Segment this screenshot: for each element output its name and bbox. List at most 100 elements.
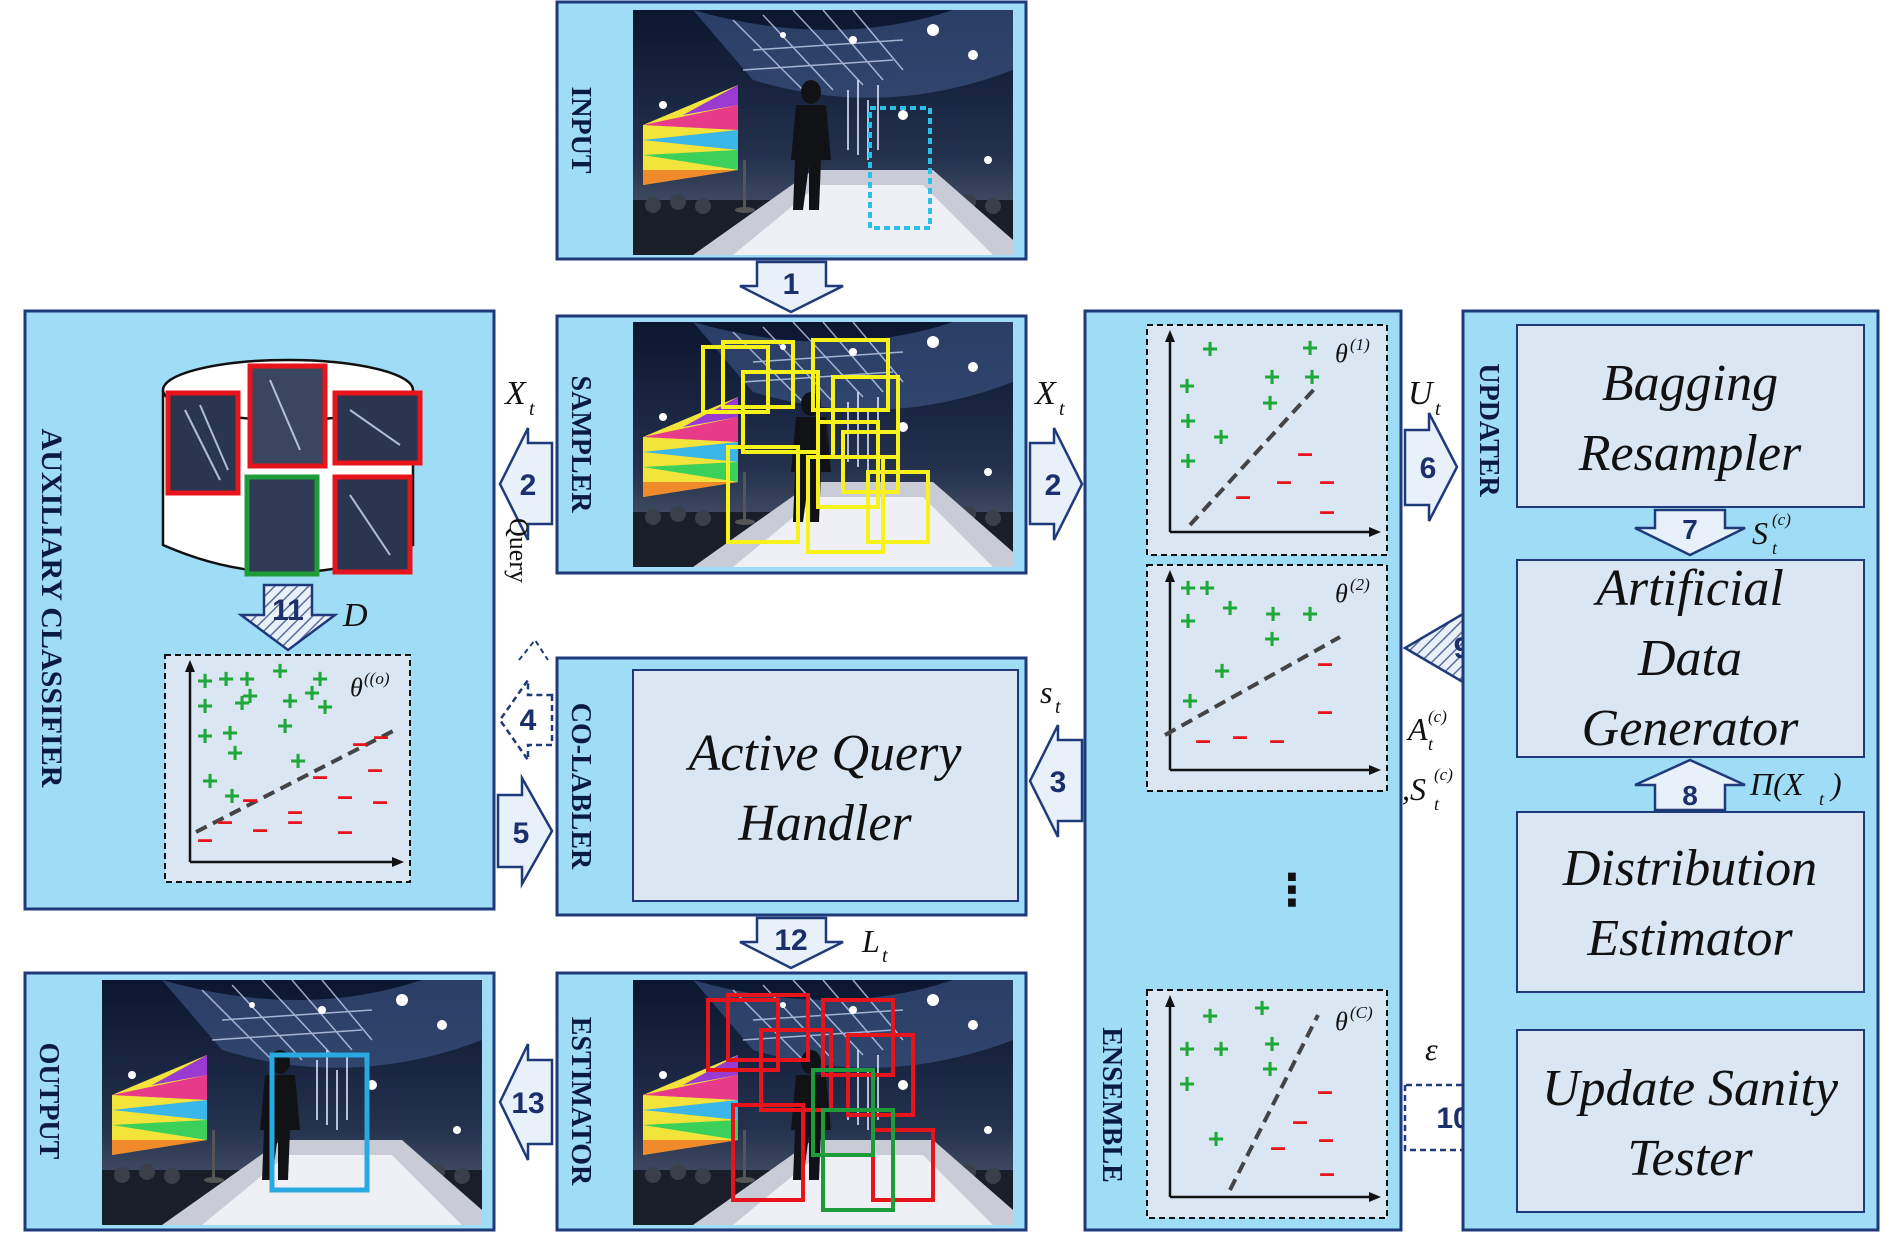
input-image xyxy=(632,9,1014,256)
svg-text:+: + xyxy=(1180,572,1196,603)
sampler-title: SAMPLER xyxy=(565,376,596,514)
step-11-label: 11 xyxy=(272,594,304,627)
svg-text:+: + xyxy=(1264,1028,1280,1059)
step-12-label: 12 xyxy=(774,924,807,957)
step-2-left-arrow: 2 X t xyxy=(498,375,554,541)
label-pi-close: ) xyxy=(1829,766,1842,802)
svg-text:–: – xyxy=(1319,465,1335,496)
sample-box xyxy=(701,345,770,414)
label-pi: Π(X xyxy=(1749,766,1805,802)
negative-box xyxy=(726,993,810,1062)
svg-text:+: + xyxy=(1262,387,1278,418)
svg-text:–: – xyxy=(372,785,388,816)
step-1-arrow: 1 xyxy=(739,260,844,314)
estimator-title: ESTIMATOR xyxy=(565,1017,596,1186)
svg-text:+: + xyxy=(1180,605,1196,636)
down-arrow-icon xyxy=(237,583,339,652)
svg-text:+: + xyxy=(1180,445,1196,476)
label-pi-sub: t xyxy=(1819,789,1825,809)
svg-text:+: + xyxy=(1265,598,1281,629)
right-arrow-icon xyxy=(1403,412,1459,522)
thetac-label: θ xyxy=(1335,1007,1348,1036)
target-box xyxy=(269,1052,370,1193)
svg-text:–: – xyxy=(1319,495,1335,526)
svg-text:+: + xyxy=(277,710,293,741)
svg-text:–: – xyxy=(1317,695,1333,726)
svg-text:+: + xyxy=(227,737,243,768)
label-u: U xyxy=(1408,375,1435,412)
left-arrow-icon xyxy=(498,676,554,764)
ensemble-classifier-c: θ (C) ++ +++ +++ ––– –– xyxy=(1146,989,1388,1219)
svg-text:+: + xyxy=(222,717,238,748)
svg-text:+: + xyxy=(242,680,258,711)
auxiliary-title: AUXILIARY CLASSIFIER xyxy=(35,429,68,788)
ust-line2: Tester xyxy=(1627,1130,1753,1187)
step-4-query: Query 4 xyxy=(498,518,554,764)
updater-title: UPDATER xyxy=(1473,363,1504,497)
svg-text:–: – xyxy=(1292,1105,1308,1136)
svg-text:–: – xyxy=(1297,437,1313,468)
svg-text:–: – xyxy=(242,783,258,814)
svg-text:+: + xyxy=(197,690,213,721)
svg-text:–: – xyxy=(1318,1123,1334,1154)
label-s-upd: S xyxy=(1752,515,1768,551)
theta2-label: θ xyxy=(1335,579,1348,608)
step-3-arrow: 3 s t xyxy=(1028,674,1084,838)
svg-text:+: + xyxy=(1264,361,1280,392)
svg-text:+: + xyxy=(1213,1033,1229,1064)
down-arrow-icon xyxy=(1634,508,1746,557)
left-arrow-icon xyxy=(1028,724,1084,838)
svg-text:–: – xyxy=(1195,724,1211,755)
svg-text:+: + xyxy=(1262,1053,1278,1084)
svg-text:+: + xyxy=(282,685,298,716)
svg-text:–: – xyxy=(252,813,268,844)
step-12-arrow: 12 L t xyxy=(739,916,888,970)
step-5-label: 5 xyxy=(513,817,530,850)
label-comma-s-sup: (c) xyxy=(1434,765,1453,784)
svg-text:–: – xyxy=(1232,720,1248,751)
label-x-right: X xyxy=(1033,375,1057,412)
svg-text:+: + xyxy=(1264,623,1280,654)
target-box xyxy=(868,106,932,230)
right-arrow-icon xyxy=(496,773,554,889)
label-l-sub: t xyxy=(882,945,888,967)
svg-text:+: + xyxy=(1179,1068,1195,1099)
step-13-label: 13 xyxy=(511,1087,544,1120)
ensemble-title: ENSEMBLE xyxy=(1096,1027,1127,1183)
svg-text:+: + xyxy=(1179,370,1195,401)
thetac-sup: (C) xyxy=(1350,1003,1373,1022)
svg-text:+: + xyxy=(272,655,288,686)
svg-text:+: + xyxy=(1182,685,1198,716)
step-7-label: 7 xyxy=(1682,514,1698,545)
negative-box xyxy=(846,1033,915,1117)
negative-box xyxy=(731,1103,805,1202)
label-s-upd-sup: (c) xyxy=(1772,510,1791,529)
ust-line1: Update Sanity xyxy=(1542,1060,1839,1117)
active-query-handler-line1: Active Query xyxy=(686,725,963,782)
svg-text:+: + xyxy=(1302,598,1318,629)
svg-text:+: + xyxy=(1199,572,1215,603)
svg-text:–: – xyxy=(1317,647,1333,678)
bagging-line1: Bagging xyxy=(1602,355,1778,412)
theta0-sup: ((o) xyxy=(364,669,390,688)
sample-box xyxy=(721,340,795,409)
svg-text:–: – xyxy=(337,815,353,846)
svg-text:–: – xyxy=(312,760,328,791)
dist-line1: Distribution xyxy=(1562,840,1817,897)
svg-text:–: – xyxy=(287,805,303,836)
step-2a-label: 2 xyxy=(520,469,537,502)
active-query-handler-box xyxy=(632,669,1019,902)
label-x-left: X xyxy=(503,375,527,412)
updater-module: UPDATER Bagging Resampler 7 S (c) t Arti… xyxy=(1461,309,1880,1232)
negative-box xyxy=(871,1128,935,1202)
auxiliary-classifier-plot: θ ((o) +++ ++ +++ +++ +++ ++ ++ ––– ––– … xyxy=(164,654,411,883)
label-l: L xyxy=(861,923,880,959)
sample-box xyxy=(816,420,880,509)
sample-box xyxy=(726,445,800,544)
step-13-arrow: 13 xyxy=(498,1043,554,1161)
input-title: INPUT xyxy=(565,86,596,173)
negative-box xyxy=(706,998,780,1072)
svg-text:–: – xyxy=(367,753,383,784)
svg-text:+: + xyxy=(218,663,234,694)
